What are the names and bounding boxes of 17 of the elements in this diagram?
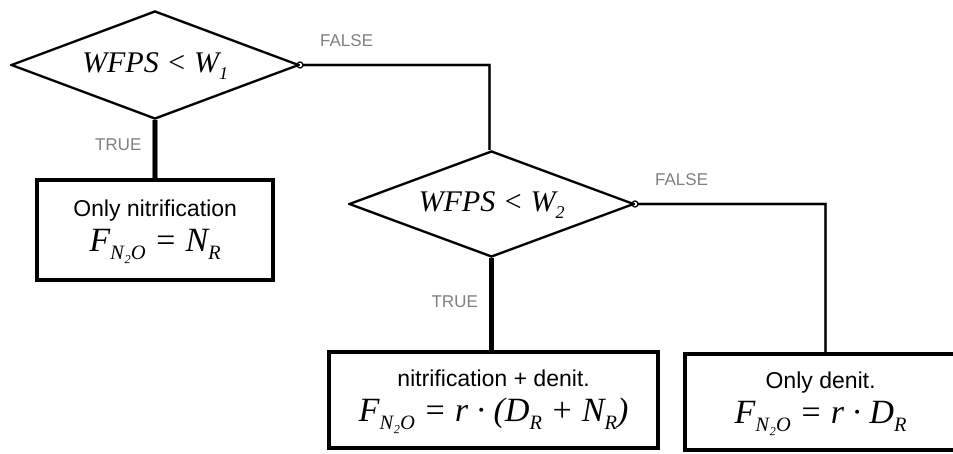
formula: WFPS < W$_{2}$ (418, 185, 564, 223)
box-title: Only denit. (766, 368, 876, 394)
box-title: Only nitrification (73, 196, 237, 222)
decision-diamond (10, 10, 300, 120)
formula: F$_{N₂O}$ = N$_{R}$ (89, 222, 221, 264)
process-box (35, 178, 275, 282)
formula: WFPS < W$_{1}$ (82, 46, 228, 84)
decision-diamond (348, 150, 635, 258)
connector-line (296, 61, 491, 150)
connector-line (631, 200, 827, 352)
connector-line (152, 120, 158, 178)
process-box (327, 350, 660, 450)
formula: F$_{N₂O}$ = r · D$_{R}$ (734, 394, 906, 436)
process-box (683, 352, 953, 452)
formula: F$_{N₂O}$ = r · (D$_{R}$ + N$_{R}$) (358, 392, 628, 434)
connector-line (489, 258, 494, 350)
box-title: nitrification + denit. (397, 366, 590, 392)
